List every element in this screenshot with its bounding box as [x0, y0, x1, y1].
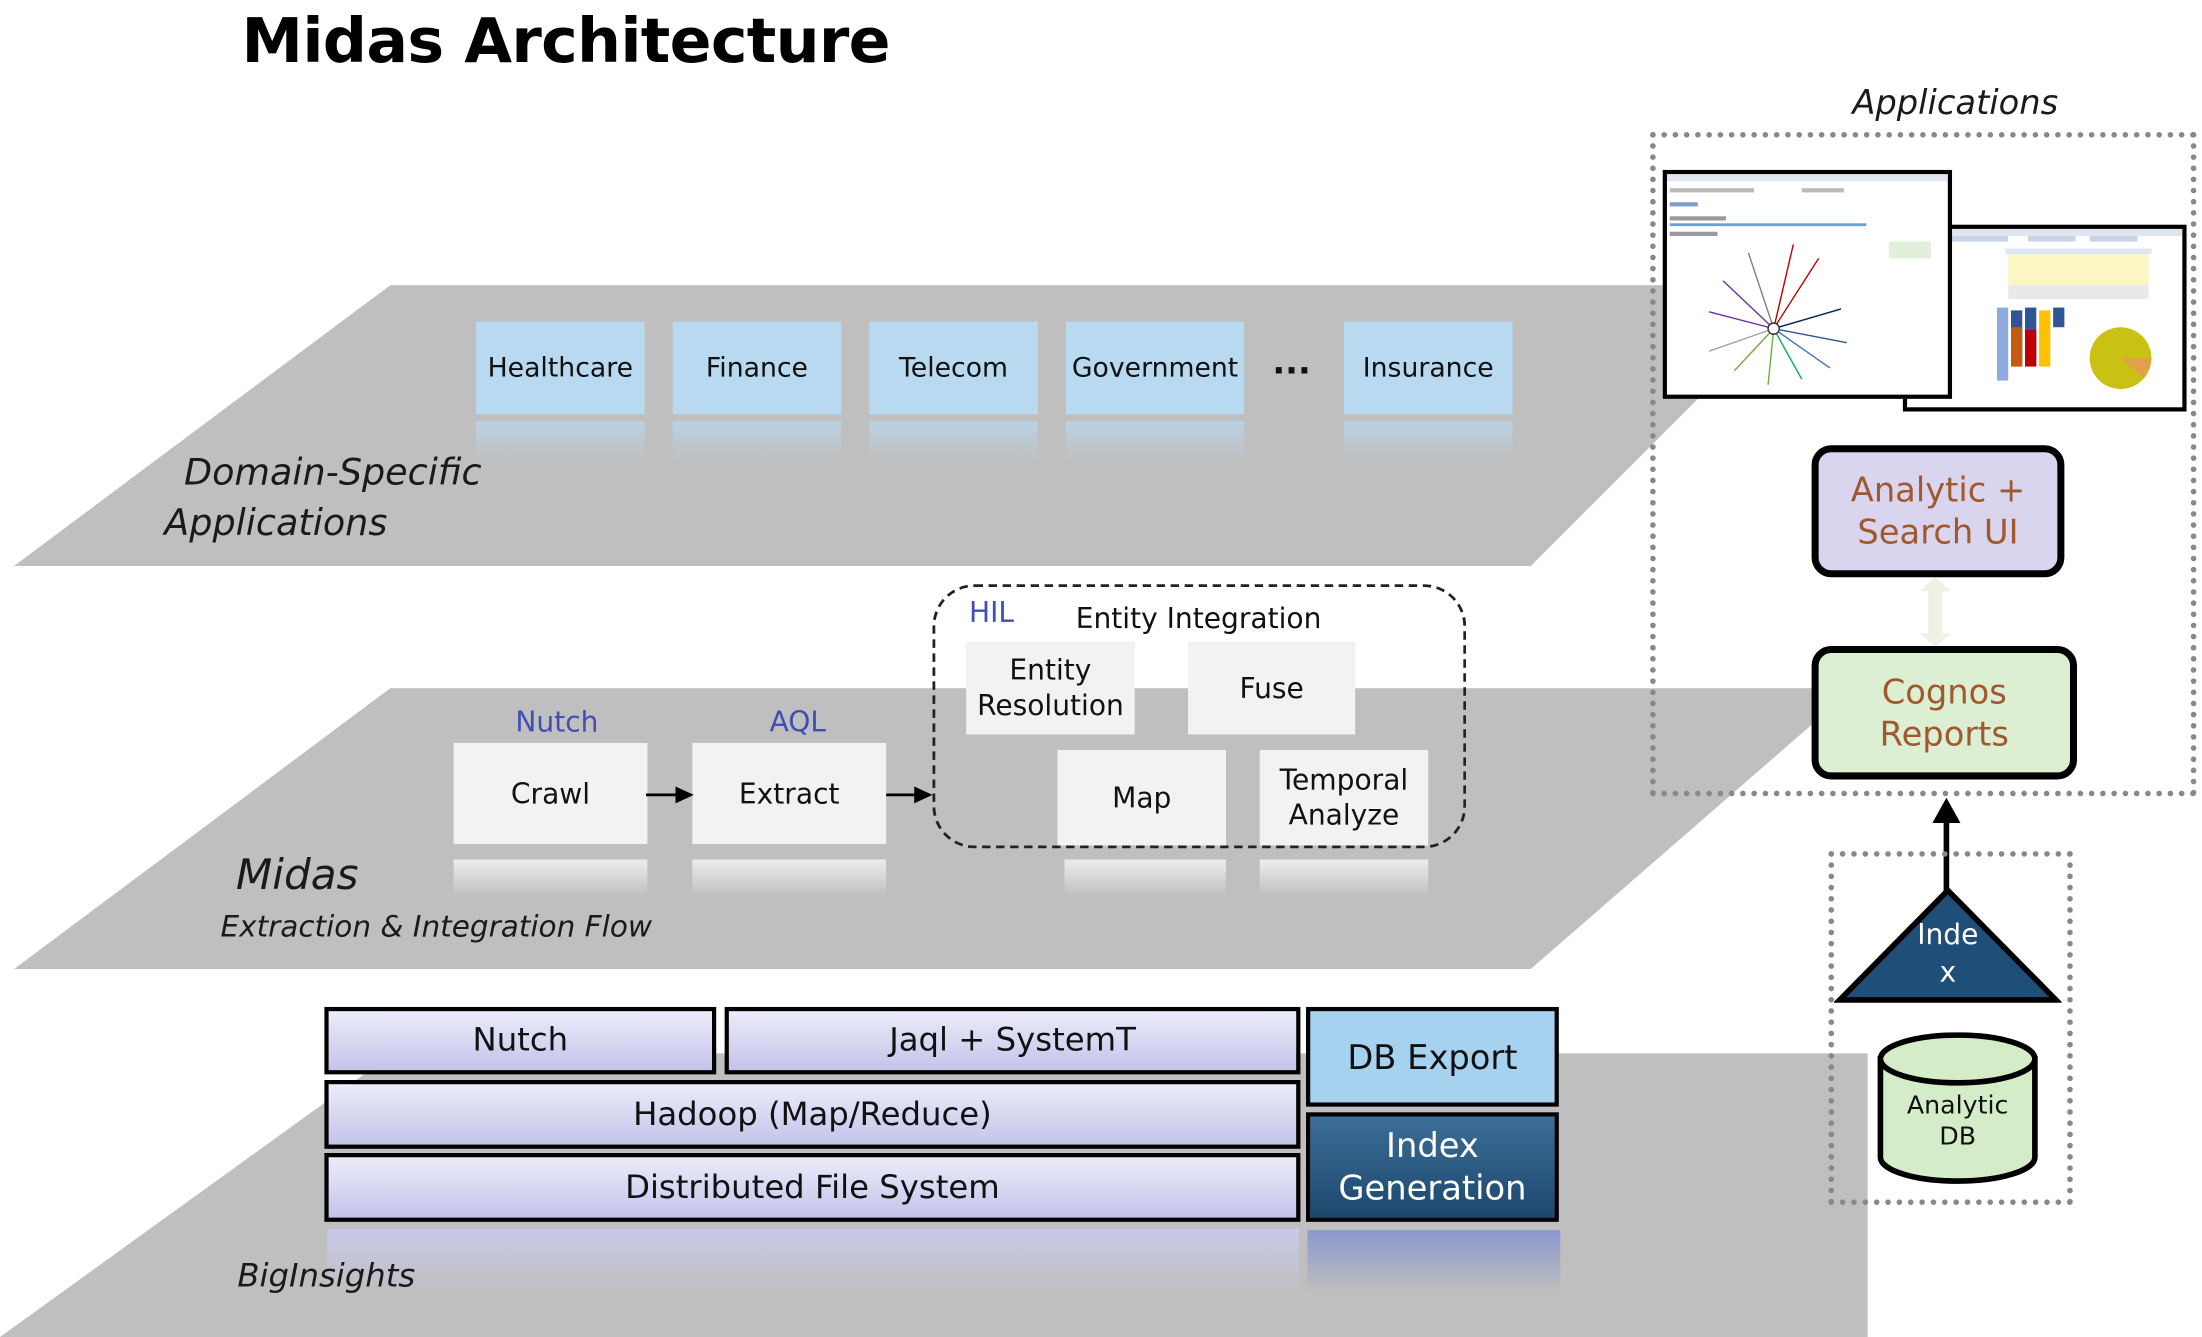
domain-box-finance: Finance — [672, 321, 842, 415]
entity-integration-title: Entity Integration — [1075, 601, 1322, 635]
fuse-box: Fuse — [1188, 641, 1356, 735]
index-generation-box: Index Generation — [1306, 1112, 1559, 1222]
map-reflection — [1064, 859, 1226, 897]
domain-ellipsis: ... — [1272, 342, 1311, 382]
domain-reflection — [1065, 421, 1245, 461]
domain-reflection — [672, 421, 842, 461]
crawl-box: Crawl — [453, 742, 648, 845]
entity-integration-group — [932, 584, 1467, 849]
nutch-box: Nutch — [324, 1006, 717, 1075]
analytic-db-cylinder-icon — [1876, 1032, 2039, 1186]
domain-reflection — [869, 421, 1038, 461]
db-export-box: DB Export — [1306, 1006, 1559, 1107]
applications-group — [1650, 132, 2197, 797]
temporal-analyze-box: Temporal Analyze — [1259, 749, 1429, 846]
domain-box-government: Government — [1065, 321, 1245, 415]
page-title: Midas Architecture — [241, 5, 891, 78]
index-to-apps-arrow — [1930, 797, 1964, 894]
dfs-box: Distributed File System — [324, 1153, 1301, 1222]
midas-layer-sublabel: Extraction & Integration Flow — [220, 910, 652, 944]
hadoop-box: Hadoop (Map/Reduce) — [324, 1079, 1301, 1149]
domain-layer-label: Domain-Specific — [183, 452, 482, 495]
crawl-to-extract-arrow — [645, 786, 694, 804]
cognos-report-thumbnail — [1902, 224, 2187, 412]
domain-reflection — [476, 421, 645, 461]
jaql-systemt-box: Jaql + SystemT — [724, 1006, 1301, 1075]
stack-reflection — [327, 1228, 1300, 1293]
domain-layer-label-line2: Applications — [164, 502, 388, 545]
index-generation-reflection — [1307, 1230, 1561, 1293]
cognos-reports-box: Cognos Reports — [1811, 646, 2078, 780]
applications-label: Applications — [1852, 82, 2059, 123]
index-triangle-icon — [1832, 886, 2063, 1006]
analytic-db-label: Analytic DB — [1906, 1091, 2009, 1152]
analytic-search-ui-box: Analytic + Search UI — [1811, 445, 2065, 578]
graph-ui-thumbnail — [1662, 169, 1953, 399]
extract-to-integration-arrow — [886, 786, 933, 804]
entity-resolution-box: Entity Resolution — [966, 641, 1135, 735]
crawl-reflection — [453, 859, 648, 897]
nutch-tag: Nutch — [515, 705, 599, 739]
extract-box: Extract — [692, 742, 887, 845]
domain-reflection — [1343, 421, 1513, 461]
aql-tag: AQL — [769, 705, 827, 739]
domain-box-insurance: Insurance — [1343, 321, 1513, 415]
extract-reflection — [692, 859, 887, 897]
temporal-reflection — [1259, 859, 1429, 897]
hil-tag: HIL — [968, 595, 1015, 630]
biginsights-layer-label: BigInsights — [237, 1258, 416, 1295]
bidirectional-arrow — [1919, 577, 1951, 648]
index-label: Inde x — [1917, 917, 1979, 989]
midas-layer-label: Midas — [235, 851, 359, 901]
domain-box-telecom: Telecom — [869, 321, 1038, 415]
map-box: Map — [1057, 749, 1226, 846]
domain-box-healthcare: Healthcare — [476, 321, 645, 415]
index-db-group — [1828, 851, 2073, 1205]
